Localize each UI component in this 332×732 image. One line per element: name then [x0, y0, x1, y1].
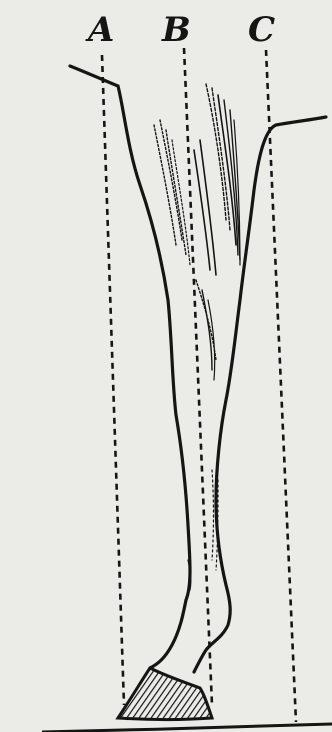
- ground-line: [42, 724, 332, 732]
- leg-back-outline: [194, 117, 326, 672]
- guide-line-a: [102, 55, 124, 705]
- guide-label-c: C: [248, 12, 275, 48]
- hoof: [118, 668, 212, 720]
- guide-line-b: [184, 48, 212, 705]
- guide-line-c: [266, 50, 296, 722]
- guide-label-b: B: [162, 12, 191, 48]
- guide-label-a: A: [88, 12, 114, 48]
- leg-front-outline: [70, 66, 190, 668]
